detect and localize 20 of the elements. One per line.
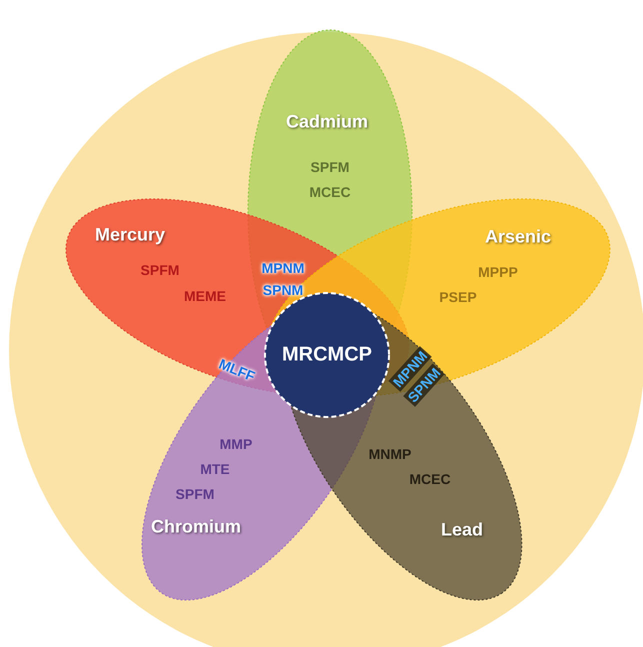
item-label: SPFM [176, 486, 214, 502]
overlap-label: MPNM [262, 260, 304, 276]
item-label: MEME [184, 288, 226, 304]
overlap-label: MLFF [216, 356, 258, 384]
item-label: SPFM [310, 159, 350, 175]
petal-title: Lead [440, 519, 483, 540]
petal-title: Mercury [94, 224, 165, 246]
overlap-label: SPNM [262, 282, 304, 298]
item-label: MMP [220, 436, 252, 452]
petal-title: Cadmium [286, 112, 368, 132]
item-label: SPFM [140, 262, 180, 278]
item-label: MCEC [309, 184, 351, 200]
item-label: MTE [200, 460, 230, 477]
item-label: MNMP [368, 446, 412, 462]
petal-title: Chromium [150, 516, 241, 538]
item-label: MPPP [478, 264, 518, 280]
petal-title: Arsenic [484, 226, 551, 248]
item-label: MCEC [409, 470, 451, 487]
item-label: PSEP [439, 288, 477, 305]
center-label: MRCMCP [282, 344, 372, 366]
